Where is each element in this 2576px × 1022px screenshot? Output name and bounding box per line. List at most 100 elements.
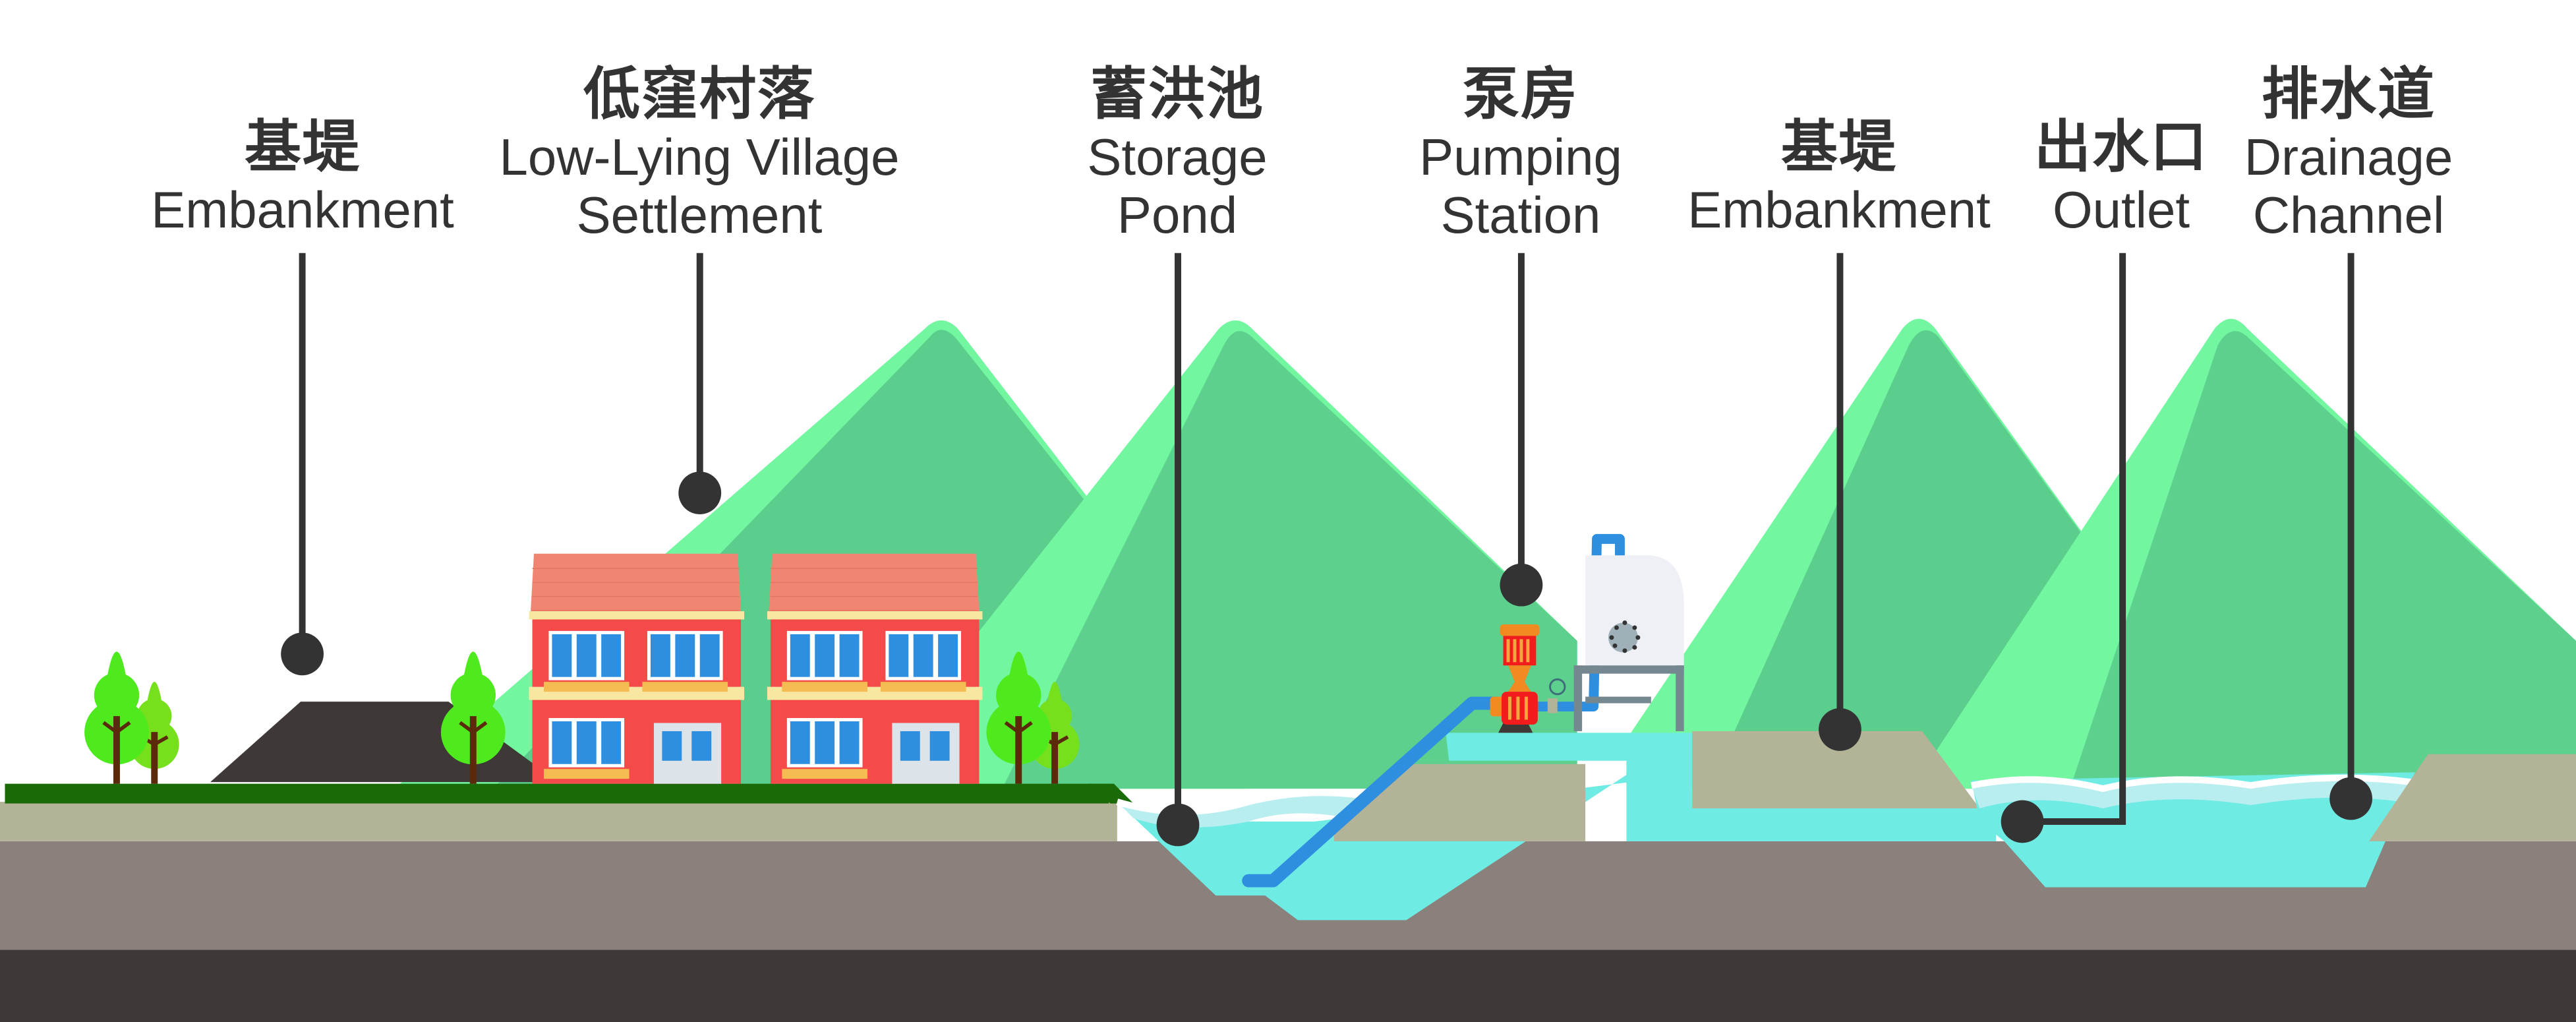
label-zh: 排水道	[2261, 61, 2436, 127]
label-zh: 基堤	[1780, 114, 1897, 180]
tree-branch	[459, 721, 488, 734]
tree	[986, 651, 1051, 784]
window-pane	[790, 634, 810, 677]
label-embankment-left: 基堤 Embankment	[151, 119, 454, 239]
label-drainage-channel: 排水道 Drainage Channel	[2244, 66, 2453, 244]
house	[767, 553, 983, 784]
tree-crown	[996, 673, 1041, 718]
label-embankment-right: 基堤 Embankment	[1687, 119, 1991, 239]
label-en-line1: Low-Lying Village	[499, 128, 900, 186]
tree-crown	[146, 682, 163, 710]
grass-strip	[5, 783, 1109, 804]
drainage-channel	[1970, 754, 2576, 887]
house-eave	[767, 611, 983, 620]
window-pane	[889, 634, 909, 677]
window-pane	[601, 721, 622, 764]
label-en-line1: Storage	[1087, 128, 1268, 186]
label-en-line1: Embankment	[1687, 181, 1991, 239]
label-storage-pond: 蓄洪池 Storage Pond	[1087, 66, 1267, 244]
station-water	[1446, 733, 1997, 841]
intake-pipe	[1242, 696, 1505, 887]
window-pane	[938, 634, 958, 677]
tree-crown	[1007, 651, 1030, 688]
tree-trunk	[113, 716, 120, 784]
window-pane	[815, 721, 835, 764]
marker-village	[678, 471, 722, 514]
gauge-dots	[1609, 620, 1641, 653]
window-pane	[601, 634, 622, 677]
marker-drainage-channel	[2329, 777, 2372, 820]
tree-trunk	[469, 716, 477, 784]
marker-embankment-left	[281, 632, 324, 676]
label-en-line1: Outlet	[2052, 181, 2190, 239]
label-en-line2: Channel	[2252, 186, 2445, 244]
house-eave	[529, 611, 745, 620]
leaders	[299, 253, 2355, 825]
tree-trunk	[151, 732, 158, 784]
window-pane	[576, 721, 597, 764]
houses	[529, 553, 983, 784]
label-outlet: 出水口 Outlet	[2034, 119, 2208, 239]
leader-outlet	[2024, 253, 2126, 825]
window-sill	[782, 682, 867, 692]
marker-pumping-station	[1500, 563, 1543, 607]
tree-trunk	[1051, 732, 1059, 784]
label-zh: 蓄洪池	[1090, 61, 1264, 127]
label-en-line2: Pond	[1117, 186, 1238, 244]
valve-wheel	[1549, 678, 1566, 696]
label-en-line1: Drainage	[2244, 128, 2453, 186]
markers	[281, 471, 2372, 847]
tree-crown	[450, 673, 496, 718]
window-pane	[839, 721, 860, 764]
window-pane	[815, 634, 835, 677]
trees	[84, 651, 1080, 784]
label-en-line2: Settlement	[576, 186, 823, 244]
door-glass	[900, 731, 920, 761]
window-pane	[839, 634, 860, 677]
window-pane	[675, 634, 695, 677]
tree-crown	[461, 651, 484, 688]
label-en-line1: Embankment	[151, 181, 454, 239]
label-zh: 出水口	[2034, 114, 2208, 180]
tree	[84, 651, 149, 784]
bedrock-layer	[0, 949, 2576, 1022]
window-sill	[880, 682, 966, 692]
far-bank	[2368, 754, 2576, 841]
window-pane	[913, 634, 933, 677]
tree-branch	[1004, 721, 1033, 734]
pump	[1490, 624, 1566, 733]
marker-embankment-right	[1819, 708, 1861, 751]
door-glass	[929, 731, 950, 761]
pumping-station	[1490, 555, 1684, 733]
tree-crown	[1046, 682, 1064, 710]
window-pane	[699, 634, 720, 677]
right-embankment	[1692, 731, 1980, 809]
label-zh: 低窪村落	[583, 61, 815, 127]
window-pane	[552, 634, 572, 677]
window-sill	[543, 682, 629, 692]
pond-soil-wedge	[1333, 764, 1586, 841]
tree-crown	[105, 651, 129, 688]
house	[529, 553, 745, 784]
label-zh: 基堤	[244, 114, 361, 180]
door-glass	[662, 731, 682, 761]
door-glass	[691, 731, 712, 761]
label-zh: 泵房	[1462, 61, 1579, 127]
window-pane	[576, 634, 597, 677]
grass-strip-edge	[1087, 783, 1134, 804]
label-en-line2: Station	[1440, 186, 1601, 244]
window-sill	[782, 769, 867, 779]
tree	[129, 682, 179, 784]
mountain-2	[854, 320, 1577, 789]
label-pumping-station: 泵房 Pumping Station	[1419, 66, 1622, 244]
tree-crown	[94, 673, 140, 718]
label-en-line1: Pumping	[1419, 128, 1622, 186]
tree	[440, 651, 506, 784]
window-sill	[642, 682, 728, 692]
marker-storage-pond	[1156, 803, 1200, 847]
tree-trunk	[1015, 716, 1022, 784]
tree-branch	[102, 721, 131, 734]
window-pane	[650, 634, 670, 677]
topsoil-layer-left	[0, 802, 1117, 841]
